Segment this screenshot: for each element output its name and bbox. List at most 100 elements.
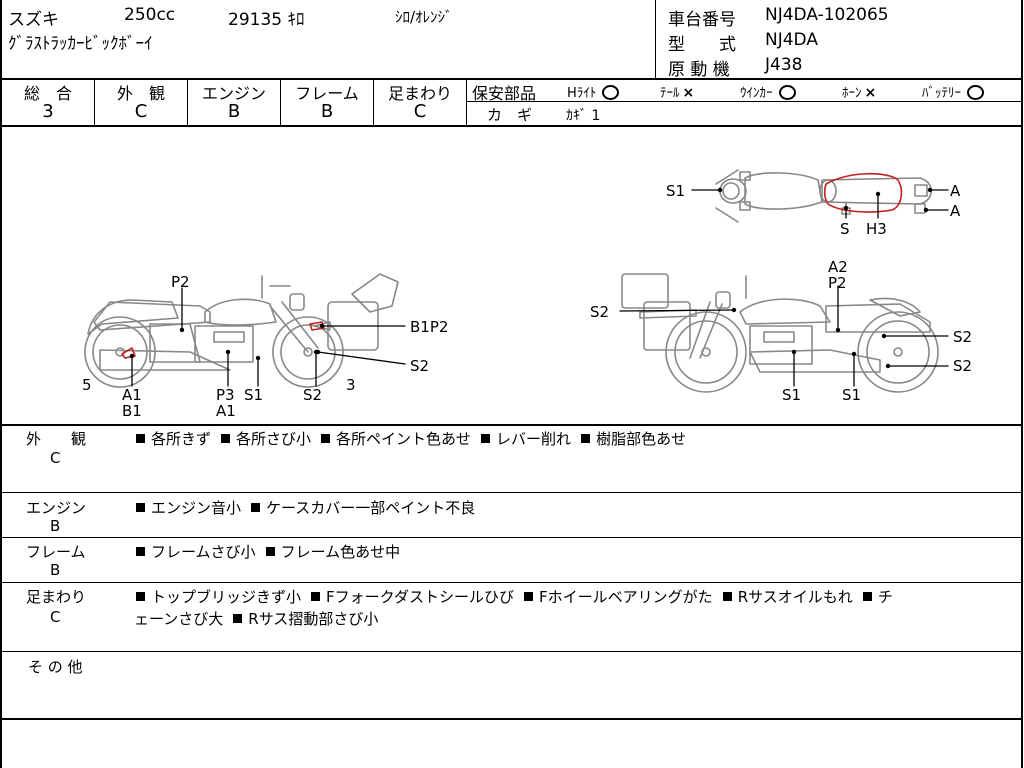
rule-remarks-4 [0,651,1023,652]
grade-label-overall: 総 合 [23,84,72,103]
safety-label: 保安部品 [472,84,537,103]
damage-marking-left-2 [309,321,325,331]
grade-value-overall: 3 [42,101,54,122]
safety-item-battery: ﾊﾞｯﾃﾘｰ [922,82,986,102]
engine-code: J438 [765,55,803,75]
mileage: 29135 ｷﾛ [228,10,305,30]
remark-item: レバー削れ [481,430,571,448]
safety-item-winker: ｳｲﾝｶｰ [740,82,798,102]
diagram-label: S [840,220,850,238]
diagram-label: S1 [782,386,801,404]
remark-items-exterior: 各所きず各所さび小各所ペイント色あせレバー削れ樹脂部色あせ [136,428,696,449]
rule-header [0,78,1023,80]
rule-grades [0,125,1023,127]
diagram-label: B1P2 [410,318,448,336]
grade-label-engine: エンジン [201,84,266,103]
rule-diagram [0,424,1023,426]
rule-grade-4 [373,79,374,126]
ok-circle-icon [778,85,796,100]
diagram-label: S1 [244,386,263,404]
bullet-square-icon [481,434,491,443]
bike-right-view [621,273,939,393]
remark-label-engine: エンジン [26,499,87,517]
diagram-label: A1 [216,402,236,420]
safety-item-name: ﾊﾞｯﾃﾘｰ [922,86,961,101]
rule-grade-5 [466,79,467,126]
color: ｼﾛ/ｵﾚﾝｼﾞ [395,8,453,26]
engine-label: 原 動 機 [668,60,730,80]
rule-safety-key [467,101,1023,102]
grade-label-suspension: 足まわり [387,84,452,103]
remark-items-engine: エンジン音小ケースカバー一部ペイント不良 [136,497,485,518]
bullet-square-icon [136,434,145,443]
bullet-square-icon [136,592,145,601]
grade-value-frame: B [320,101,334,122]
border-right [1021,0,1023,768]
bike-left-view [84,273,399,388]
remark-grade-suspension: C [50,608,61,626]
diagram-label: P3 [216,386,235,404]
bullet-square-icon [136,547,145,556]
safety-item-headlight: Hﾗｲﾄ [567,82,621,102]
remark-items-frame: フレームさび小フレーム色あせ中 [136,541,410,562]
bullet-square-icon [221,434,231,443]
remark-grade-frame: B [50,561,61,579]
ng-cross-icon: × [682,85,695,101]
damage-diagram: S1 A A S H3 P2 B1P2 S2 5 3 A1 B1 P3 A1 S… [82,169,972,420]
remark-item: Fフォークダストシールひび [311,588,514,606]
diagram-label: B1 [122,402,142,420]
bullet-square-icon [233,614,243,623]
safety-item-name: Hﾗｲﾄ [567,86,597,101]
diagram-label: 5 [82,376,92,394]
remark-item: ケースカバー一部ペイント不良 [251,499,475,517]
diagram-label: S2 [953,328,972,346]
bullet-square-icon [862,592,872,601]
leader-dots [129,187,933,369]
rule-remarks-3 [0,582,1023,583]
diagram-label: H3 [866,220,887,238]
diagram-label: 3 [346,376,356,394]
remark-item: 各所ペイント色あせ [321,430,471,448]
damage-marking-left-1 [121,347,136,359]
diagram-label: A1 [122,386,142,404]
ok-circle-icon [602,85,620,100]
remark-item: 樹脂部色あせ [581,430,686,448]
damage-marking-top [823,172,903,213]
remark-label-exterior: 外 観 [26,430,87,448]
displacement: 250cc [124,5,176,25]
rule-header-vertical [655,0,656,79]
bullet-square-icon [524,592,534,601]
remark-item: フレームさび小 [136,543,256,561]
diagram-label: S1 [666,182,685,200]
model-code-label: 型 式 [668,35,736,55]
model-name: ｸﾞﾗｽﾄﾗｯｶｰﾋﾞｯｸﾎﾞｰｲ [8,34,153,54]
remark-item: エンジン音小 [136,499,241,517]
remark-items-suspension-line1: トップブリッジきず小 Fフォークダストシールひび Fホイールベアリングがた Rサスオイ… [136,586,1016,607]
diagram-label: S2 [953,357,972,375]
diagram-label: A [950,182,961,200]
bullet-square-icon [581,434,591,443]
diagram-label: S2 [410,357,429,375]
safety-item-name: ｳｲﾝｶｰ [740,86,773,101]
grade-value-exterior: C [134,101,148,122]
diagram-label: P2 [828,274,847,292]
ng-cross-icon: × [864,85,877,101]
bullet-square-icon [265,547,275,556]
key-label: カ ギ [487,106,533,124]
safety-item-name: ﾎｰﾝ [842,86,862,101]
diagram-label: A2 [828,258,848,276]
rule-bottom [0,718,1023,720]
leader-lines [131,189,949,387]
remark-item: Fホイールベアリングがた [524,588,713,606]
remark-grade-engine: B [50,517,61,535]
bike-top-view [715,169,933,223]
remark-item: Rサスオイルもれ [722,588,853,606]
frame-number-label: 車台番号 [668,10,736,30]
remark-label-frame: フレーム [26,543,86,561]
maker: スズキ [8,10,59,30]
diagram-label: S2 [590,303,609,321]
remark-item-continued: ェーンさび大 [134,610,224,628]
remark-item: トップブリッジきず小 [136,588,301,606]
